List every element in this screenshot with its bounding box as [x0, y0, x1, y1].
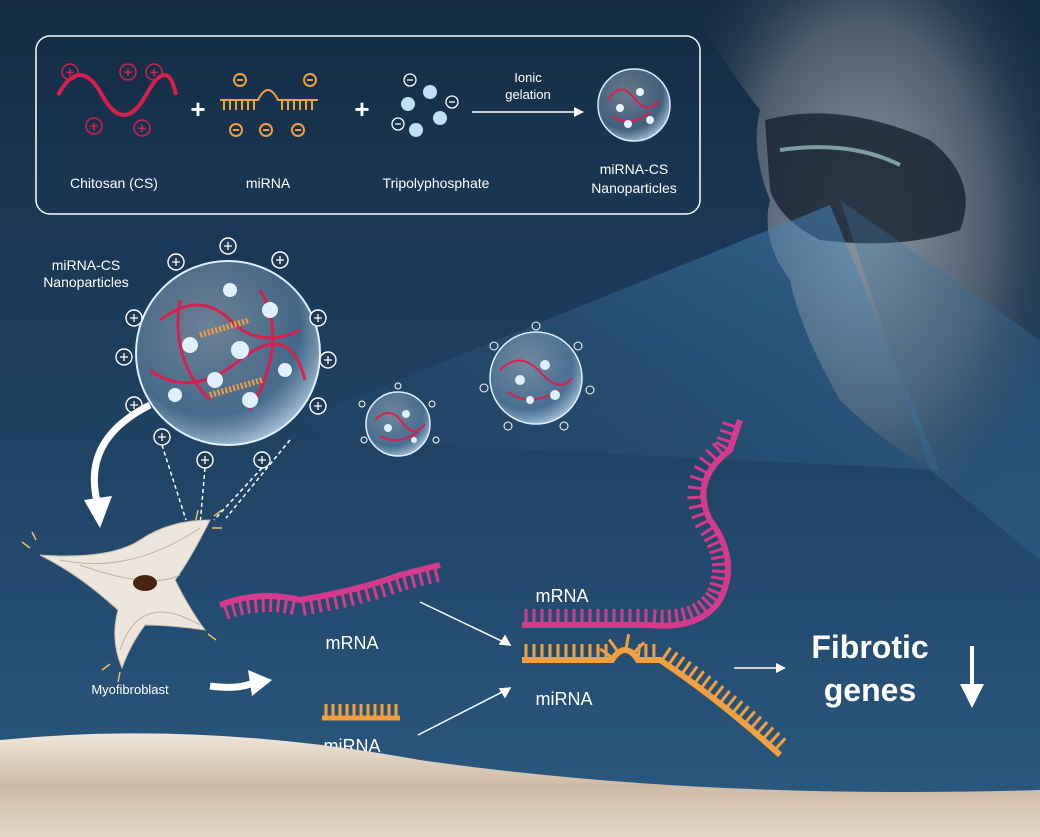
product-label-1: miRNA-CS	[600, 161, 668, 177]
nanoparticle-label-1: miRNA-CS	[52, 257, 120, 273]
face-illustration	[690, 0, 1040, 560]
product-label-2: Nanoparticles	[591, 180, 677, 196]
delivery-beam	[300, 205, 940, 470]
release-arrow-icon	[209, 670, 272, 696]
reaction-arrow-icon	[472, 107, 584, 117]
free-mrna-strand	[218, 562, 441, 620]
chitosan-label: Chitosan (CS)	[70, 175, 158, 191]
svg-text:+: +	[124, 64, 132, 80]
mirna-label: miRNA	[246, 175, 291, 191]
free-mrna-label: mRNA	[326, 633, 379, 653]
nanoparticle-small-icon	[358, 382, 440, 457]
bound-mrna-label: mRNA	[536, 586, 589, 606]
down-arrow-icon	[960, 646, 984, 708]
mrna-mirna-duplex	[522, 419, 787, 758]
svg-text:+: +	[138, 120, 146, 136]
plus-sign: +	[354, 94, 369, 124]
uptake-arrow-icon	[84, 401, 152, 528]
nanoparticle-medium-icon	[479, 321, 595, 431]
tissue-layer	[0, 733, 1040, 837]
large-nanoparticle-icon	[115, 237, 337, 526]
nanoparticle-small-icon	[597, 68, 671, 142]
svg-text:+: +	[90, 118, 98, 134]
myofibroblast-label: Myofibroblast	[91, 682, 169, 697]
mirna-icon	[220, 73, 318, 137]
fibrotic-genes-label-1: Fibrotic	[811, 629, 928, 665]
chitosan-icon: + + + + +	[56, 63, 178, 137]
nanoparticle-label-2: Nanoparticles	[43, 274, 129, 290]
tripolyphosphate-label: Tripolyphosphate	[383, 175, 490, 191]
ionic-gelation-label-2: gelation	[505, 87, 551, 102]
svg-text:+: +	[150, 64, 158, 80]
ionic-gelation-label-1: Ionic	[514, 70, 542, 85]
plus-sign: +	[190, 94, 205, 124]
result-arrow-icon	[734, 663, 786, 673]
binding-arrows-icon	[417, 601, 512, 736]
tripolyphosphate-icon	[391, 73, 459, 137]
myofibroblast-icon	[21, 509, 223, 683]
free-mirna-strand	[322, 704, 400, 721]
fibrotic-genes-label-2: genes	[824, 672, 916, 708]
bound-mirna-label: miRNA	[536, 689, 593, 709]
svg-text:+: +	[66, 64, 74, 80]
synthesis-box: + + + + + Chitosan (CS) + miRNA + Tripolyph…	[35, 35, 701, 215]
